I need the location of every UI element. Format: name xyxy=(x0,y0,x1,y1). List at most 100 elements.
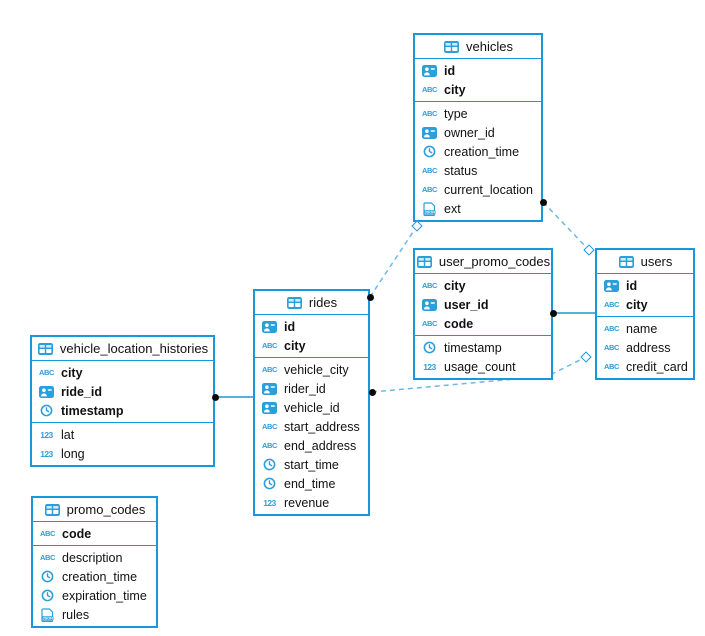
field-name: city xyxy=(61,365,83,380)
string-type-icon: ABC xyxy=(421,185,438,194)
field-name: id xyxy=(444,63,456,78)
field-name: lat xyxy=(61,427,75,442)
string-type-icon: ABC xyxy=(261,365,278,374)
field-row-timestamp[interactable]: timestamp xyxy=(415,338,551,357)
uuid-icon xyxy=(421,126,438,139)
json-type-icon: JSON xyxy=(39,607,56,622)
string-type-icon: ABC xyxy=(421,109,438,118)
field-row-user_id[interactable]: user_id xyxy=(415,295,551,314)
field-row-name[interactable]: ABC name xyxy=(597,319,693,338)
timestamp-icon xyxy=(261,458,278,471)
field-name: code xyxy=(444,316,474,331)
table-icon xyxy=(443,40,460,53)
uuid-icon xyxy=(603,279,620,292)
field-row-timestamp[interactable]: timestamp xyxy=(32,401,213,420)
field-name: id xyxy=(284,319,296,334)
field-row-credit_card[interactable]: ABC credit_card xyxy=(597,357,693,376)
uuid-icon xyxy=(261,401,278,414)
field-row-id[interactable]: id xyxy=(597,276,693,295)
string-type-icon: ABC xyxy=(603,362,620,371)
field-row-code[interactable]: ABC code xyxy=(415,314,551,333)
string-type-icon: ABC xyxy=(421,281,438,290)
field-row-type[interactable]: ABC type xyxy=(415,104,541,123)
table-header-vehicles[interactable]: vehicles xyxy=(415,35,541,59)
field-row-ride_id[interactable]: ride_id xyxy=(32,382,213,401)
table-header-user_promo_codes[interactable]: user_promo_codes xyxy=(415,250,551,274)
field-row-vehicle_id[interactable]: vehicle_id xyxy=(255,398,368,417)
number-type-icon: 123 xyxy=(263,497,276,508)
table-header-users[interactable]: users xyxy=(597,250,693,274)
field-row-id[interactable]: id xyxy=(415,61,541,80)
field-name: owner_id xyxy=(444,125,495,140)
string-type-icon: ABC xyxy=(421,319,438,328)
field-name: vehicle_id xyxy=(284,400,340,415)
field-row-expiration_time[interactable]: expiration_time xyxy=(33,586,156,605)
string-type-icon: ABC xyxy=(38,368,55,377)
number-type-icon: 123 xyxy=(40,429,53,440)
field-row-city[interactable]: ABC city xyxy=(32,363,213,382)
table-name: vehicle_location_histories xyxy=(59,341,209,356)
table-header-promo_codes[interactable]: promo_codes xyxy=(33,498,156,522)
field-row-creation_time[interactable]: creation_time xyxy=(415,142,541,161)
field-row-id[interactable]: id xyxy=(255,317,368,336)
field-name: credit_card xyxy=(626,359,688,374)
field-row-owner_id[interactable]: owner_id xyxy=(415,123,541,142)
string-type-icon: ABC xyxy=(603,343,620,352)
timestamp-icon xyxy=(261,477,278,490)
table-name: user_promo_codes xyxy=(438,254,551,269)
table-header-rides[interactable]: rides xyxy=(255,291,368,315)
table-name: users xyxy=(640,254,673,269)
field-row-rider_id[interactable]: rider_id xyxy=(255,379,368,398)
field-name: end_address xyxy=(284,438,357,453)
field-name: name xyxy=(626,321,658,336)
string-type-icon: ABC xyxy=(39,529,56,538)
table-header-vehicle_location_histories[interactable]: vehicle_location_histories xyxy=(32,337,213,361)
uuid-icon xyxy=(38,385,55,398)
field-name: type xyxy=(444,106,468,121)
field-row-end_time[interactable]: end_time xyxy=(255,474,368,493)
relationship-dot-marker xyxy=(549,309,557,317)
string-type-icon: ABC xyxy=(603,300,620,309)
table-icon xyxy=(37,342,54,355)
field-name: expiration_time xyxy=(62,588,147,603)
field-name: end_time xyxy=(284,476,336,491)
string-type-icon: ABC xyxy=(603,324,620,333)
uuid-icon xyxy=(261,320,278,333)
field-row-start_time[interactable]: start_time xyxy=(255,455,368,474)
field-row-lat[interactable]: 123 lat xyxy=(32,425,213,444)
field-row-creation_time[interactable]: creation_time xyxy=(33,567,156,586)
field-name: creation_time xyxy=(62,569,138,584)
